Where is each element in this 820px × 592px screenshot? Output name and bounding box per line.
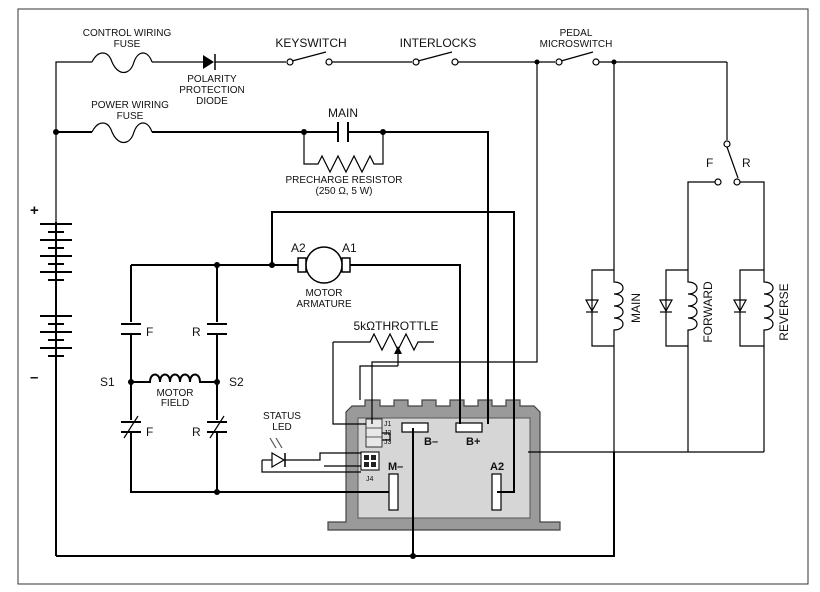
label-keyswitch: KEYSWITCH [275, 36, 346, 50]
label-battery-minus: – [30, 369, 38, 386]
label-a2-terminal: A2 [490, 461, 504, 473]
label-j3: J3 [384, 439, 392, 446]
label-polarity-3: DIODE [196, 96, 228, 107]
label-switch-f: F [706, 156, 713, 170]
label-precharge-2: (250 Ω, 5 W) [316, 186, 373, 197]
terminal-b-plus [455, 422, 483, 433]
contactor-coils [528, 62, 774, 453]
connector-j1-j3 [365, 418, 383, 448]
label-main-contact: MAIN [328, 106, 358, 120]
battery [40, 223, 72, 357]
label-coil-reverse: REVERSE [777, 283, 791, 340]
labels: CONTROL WIRING FUSE POLARITY PROTECTION … [30, 28, 791, 483]
connector-j4 [360, 451, 380, 471]
label-polarity-2: PROTECTION [179, 85, 245, 96]
terminal-m-minus [388, 473, 399, 511]
control-circuit [55, 51, 765, 424]
label-b-plus: B+ [466, 436, 480, 448]
motor-controller [327, 399, 561, 531]
label-j2: J2 [384, 430, 392, 437]
label-motor-field-2: FIELD [161, 398, 189, 409]
label-polarity: POLARITY [187, 74, 237, 85]
label-control-fuse-2: FUSE [114, 39, 141, 50]
label-motor-2: ARMATURE [296, 299, 352, 310]
label-switch-r: R [742, 156, 751, 170]
power-circuit [40, 122, 615, 559]
label-j1: J1 [384, 421, 392, 428]
label-coil-main: MAIN [629, 293, 643, 323]
label-r-bottom: R [192, 425, 201, 439]
label-motor-field: MOTOR [156, 388, 193, 399]
label-pedal: PEDAL [560, 28, 593, 39]
label-j4: J4 [366, 476, 374, 483]
label-m-minus: M– [388, 461, 403, 473]
label-motor: MOTOR [305, 288, 342, 299]
label-s1: S1 [100, 375, 115, 389]
label-b-minus: B– [424, 436, 438, 448]
label-a1: A1 [342, 241, 357, 255]
label-power-fuse-2: FUSE [117, 111, 144, 122]
label-coil-forward: FORWARD [701, 281, 715, 343]
label-a2: A2 [291, 241, 306, 255]
motor-armature [305, 246, 343, 284]
label-f-bottom: F [146, 425, 153, 439]
label-s2: S2 [229, 375, 244, 389]
label-throttle: 5kΩTHROTTLE [354, 319, 439, 333]
label-control-fuse: CONTROL WIRING [83, 28, 172, 39]
label-interlocks: INTERLOCKS [400, 36, 477, 50]
label-power-fuse: POWER WIRING [91, 100, 169, 111]
throttle-potentiometer [332, 332, 434, 441]
label-pedal-2: MICROSWITCH [540, 39, 613, 50]
label-r-top: R [192, 325, 201, 339]
label-status-2: LED [272, 422, 291, 433]
terminal-b-minus [401, 422, 429, 433]
label-battery-plus: + [30, 202, 39, 219]
label-f-top: F [146, 325, 153, 339]
label-precharge: PRECHARGE RESISTOR [285, 175, 402, 186]
label-status: STATUS [263, 411, 301, 422]
diagram-border [17, 8, 809, 585]
status-led [261, 437, 361, 473]
